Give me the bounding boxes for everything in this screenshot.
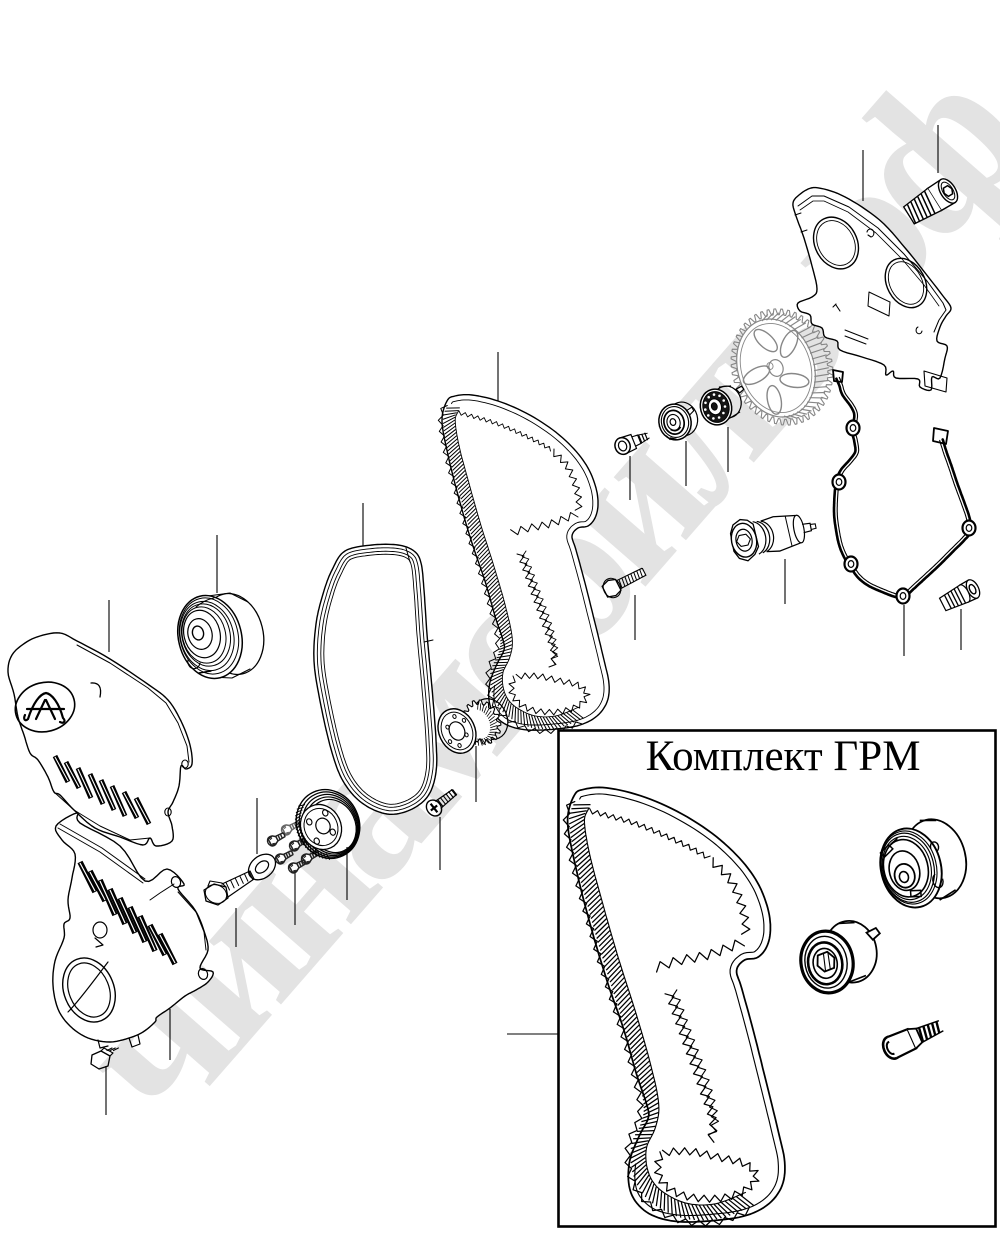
svg-text:Комплект ГРМ: Комплект ГРМ [646,733,921,780]
